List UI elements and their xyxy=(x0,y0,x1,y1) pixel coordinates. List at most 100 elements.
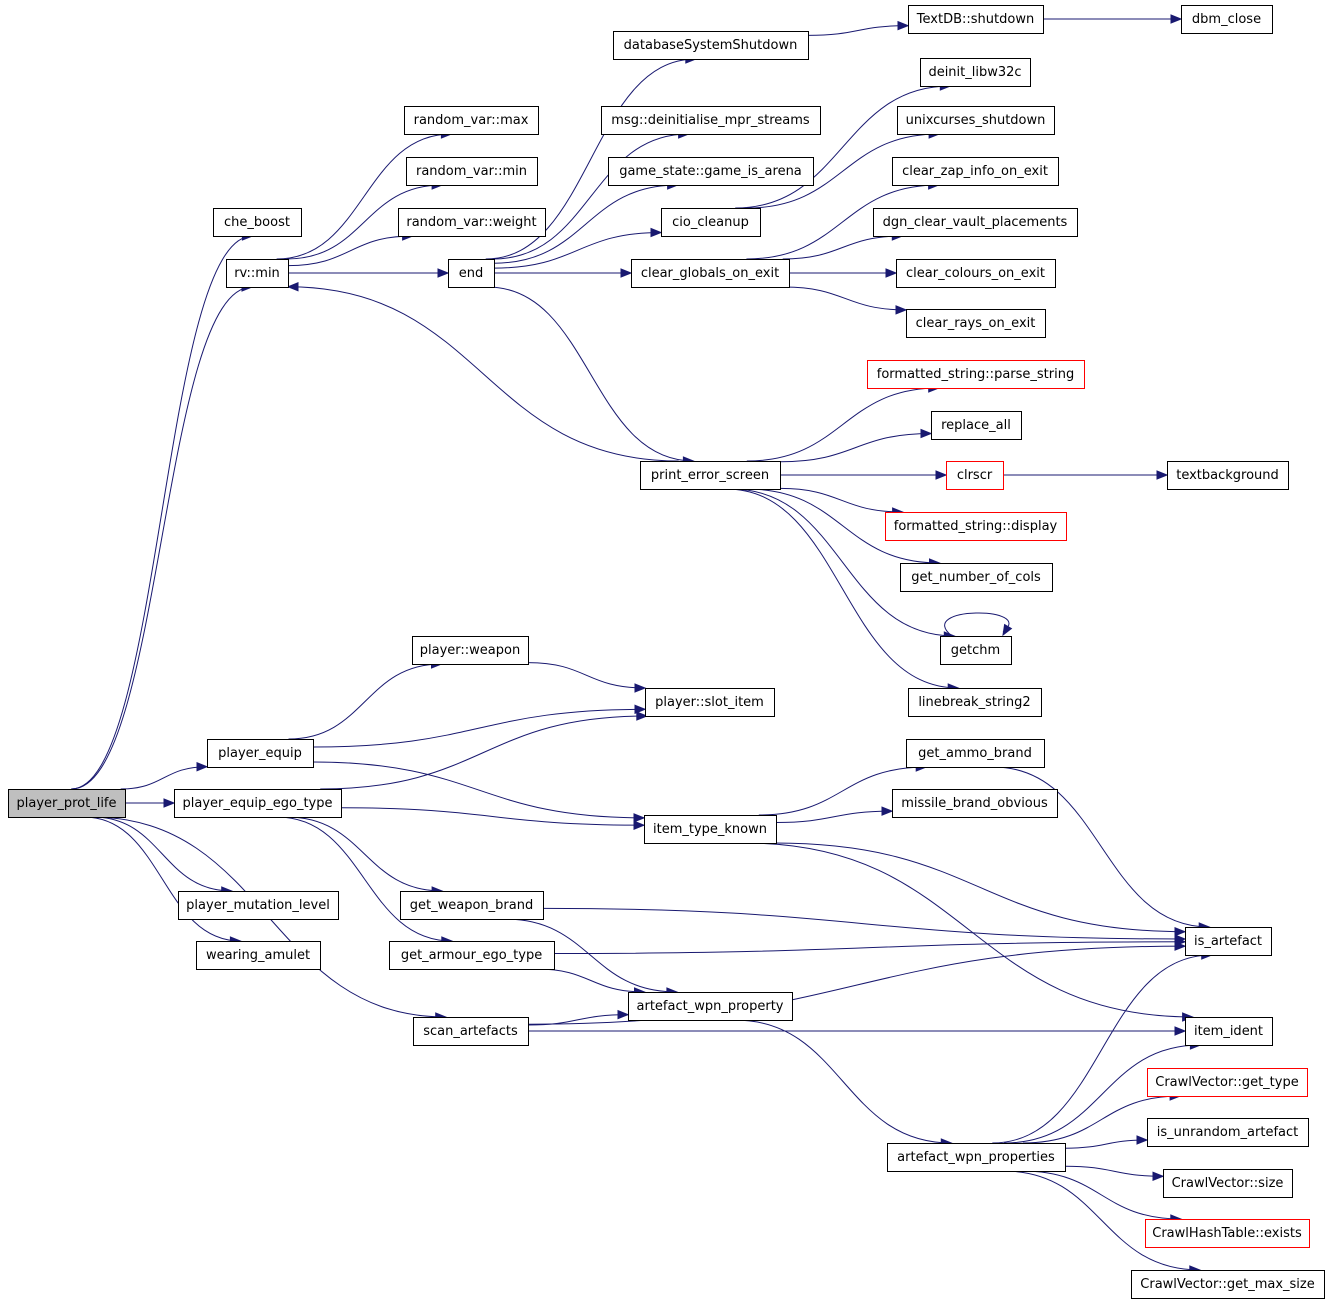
node-box xyxy=(226,259,289,288)
node-box xyxy=(601,106,821,135)
node-box xyxy=(1147,1068,1308,1097)
node-artefact-wpn-property[interactable]: artefact_wpn_property xyxy=(628,992,793,1021)
node-item-type-known[interactable]: item_type_known xyxy=(644,815,777,844)
node-get-weapon-brand[interactable]: get_weapon_brand xyxy=(400,891,544,920)
node-artefact-wpn-properties[interactable]: artefact_wpn_properties xyxy=(887,1143,1066,1172)
node-label: wearing_amulet xyxy=(206,948,310,963)
node-box xyxy=(896,259,1056,288)
edge-player_prot_life-to-wearing_amulet xyxy=(84,816,242,946)
node-get-armour-ego-type[interactable]: get_armour_ego_type xyxy=(389,941,555,970)
node-is-artefact[interactable]: is_artefact xyxy=(1185,927,1272,956)
node-box xyxy=(196,941,321,970)
node-player-weapon[interactable]: player::weapon xyxy=(412,636,529,665)
node-che-boost[interactable]: che_boost xyxy=(213,208,302,237)
node-box xyxy=(897,106,1055,135)
node-label: random_var::max xyxy=(414,113,529,128)
node-fs-parse-string[interactable]: formatted_string::parse_string xyxy=(867,360,1085,389)
node-dbm-close[interactable]: dbm_close xyxy=(1181,5,1273,34)
node-player-equip[interactable]: player_equip xyxy=(207,739,314,768)
node-game-is-arena[interactable]: game_state::game_is_arena xyxy=(608,157,814,186)
edge-scan_artefacts-to-is_artefact xyxy=(527,941,1187,1025)
edge-player_equip-to-player_weapon xyxy=(288,659,443,740)
node-replace-all[interactable]: replace_all xyxy=(931,411,1022,440)
edge-cio_cleanup-to-deinit_libw32c xyxy=(735,81,952,209)
node-random-var-weight[interactable]: random_var::weight xyxy=(398,208,546,237)
node-label: is_artefact xyxy=(1194,934,1262,949)
node-get-ammo-brand[interactable]: get_ammo_brand xyxy=(906,739,1045,768)
node-label: clear_rays_on_exit xyxy=(916,316,1036,331)
edge-print_error_screen-to-fs_display xyxy=(779,487,904,517)
edge-artefact_wpn_properties-to-cv_size xyxy=(1064,1165,1165,1182)
node-label: end xyxy=(459,266,484,281)
node-scan-artefacts[interactable]: scan_artefacts xyxy=(413,1017,529,1046)
node-label: replace_all xyxy=(941,418,1011,433)
node-box xyxy=(906,739,1045,768)
node-player-slot-item[interactable]: player::slot_item xyxy=(645,688,775,717)
node-label: print_error_screen xyxy=(651,468,769,483)
node-label: get_number_of_cols xyxy=(911,570,1041,585)
node-clear-zap-info-on-exit[interactable]: clear_zap_info_on_exit xyxy=(892,157,1059,186)
node-item-ident[interactable]: item_ident xyxy=(1185,1017,1273,1046)
node-get-number-of-cols[interactable]: get_number_of_cols xyxy=(900,563,1053,592)
node-cv-size[interactable]: CrawlVector::size xyxy=(1163,1169,1293,1198)
node-print-error-screen[interactable]: print_error_screen xyxy=(640,461,781,490)
node-box xyxy=(873,208,1078,237)
node-textdb-shutdown[interactable]: TextDB::shutdown xyxy=(908,5,1044,34)
node-is-unrandom-artefact[interactable]: is_unrandom_artefact xyxy=(1147,1118,1309,1147)
node-box xyxy=(1185,1017,1273,1046)
node-label: game_state::game_is_arena xyxy=(619,164,802,179)
node-getchm[interactable]: getchm xyxy=(940,636,1012,665)
node-cht-exists[interactable]: CrawlHashTable::exists xyxy=(1145,1219,1310,1248)
edge-print_error_screen-to-fs_parse_string xyxy=(746,383,941,462)
edge-get_armour_ego_type-to-artefact_wpn_property xyxy=(536,968,646,997)
node-box xyxy=(404,106,539,135)
node-deinit-libw32c[interactable]: deinit_libw32c xyxy=(920,58,1031,87)
node-msg-deinit[interactable]: msg::deinitialise_mpr_streams xyxy=(601,106,821,135)
node-textbackground[interactable]: textbackground xyxy=(1167,461,1289,490)
node-unixcurses-shutdown[interactable]: unixcurses_shutdown xyxy=(897,106,1055,135)
node-label: che_boost xyxy=(224,215,290,230)
node-random-var-min[interactable]: random_var::min xyxy=(406,157,538,186)
node-box xyxy=(931,411,1022,440)
node-box xyxy=(900,563,1053,592)
node-box xyxy=(640,461,781,490)
node-player-prot-life[interactable]: player_prot_life xyxy=(8,789,126,818)
node-label: player_equip xyxy=(218,746,302,761)
node-cv-get-type[interactable]: CrawlVector::get_type xyxy=(1147,1068,1308,1097)
node-box xyxy=(885,512,1067,541)
node-clear-globals-on-exit[interactable]: clear_globals_on_exit xyxy=(631,259,790,288)
node-label: get_ammo_brand xyxy=(918,746,1032,761)
node-label: rv::min xyxy=(234,266,280,281)
node-clear-colours-on-exit[interactable]: clear_colours_on_exit xyxy=(896,259,1056,288)
node-wearing-amulet[interactable]: wearing_amulet xyxy=(196,941,321,970)
node-label: get_armour_ego_type xyxy=(401,948,542,963)
node-end[interactable]: end xyxy=(448,259,495,288)
node-box xyxy=(1167,461,1289,490)
node-label: item_type_known xyxy=(653,822,767,837)
edge-end-to-print_error_screen xyxy=(487,286,695,466)
node-label: TextDB::shutdown xyxy=(916,12,1034,27)
node-cio-cleanup[interactable]: cio_cleanup xyxy=(661,208,761,237)
node-dgn-clear-vault-placements[interactable]: dgn_clear_vault_placements xyxy=(873,208,1078,237)
edge-get_armour_ego_type-to-is_artefact xyxy=(553,937,1187,954)
edge-player_equip-to-item_type_known xyxy=(312,761,646,823)
node-label: get_weapon_brand xyxy=(410,898,533,913)
node-box xyxy=(661,208,761,237)
node-fs-display[interactable]: formatted_string::display xyxy=(885,512,1067,541)
edge-scan_artefacts-to-item_ident xyxy=(528,1026,1187,1036)
node-linebreak-string2[interactable]: linebreak_string2 xyxy=(908,688,1042,717)
node-player-mutation-level[interactable]: player_mutation_level xyxy=(178,891,339,920)
node-box xyxy=(448,259,495,288)
node-cv-get-max-size[interactable]: CrawlVector::get_max_size xyxy=(1131,1270,1325,1299)
node-random-var-max[interactable]: random_var::max xyxy=(404,106,539,135)
node-box xyxy=(413,1017,529,1046)
node-clear-rays-on-exit[interactable]: clear_rays_on_exit xyxy=(906,309,1046,338)
node-rv-min[interactable]: rv::min xyxy=(226,259,289,288)
node-clrscr[interactable]: clrscr xyxy=(946,461,1004,490)
node-databasesystemshutdown[interactable]: databaseSystemShutdown xyxy=(613,31,809,60)
node-label: textbackground xyxy=(1176,468,1279,483)
node-player-equip-ego-type[interactable]: player_equip_ego_type xyxy=(174,789,342,818)
node-box xyxy=(406,157,538,186)
node-box xyxy=(946,461,1004,490)
node-missile-brand-obvious[interactable]: missile_brand_obvious xyxy=(892,789,1058,818)
